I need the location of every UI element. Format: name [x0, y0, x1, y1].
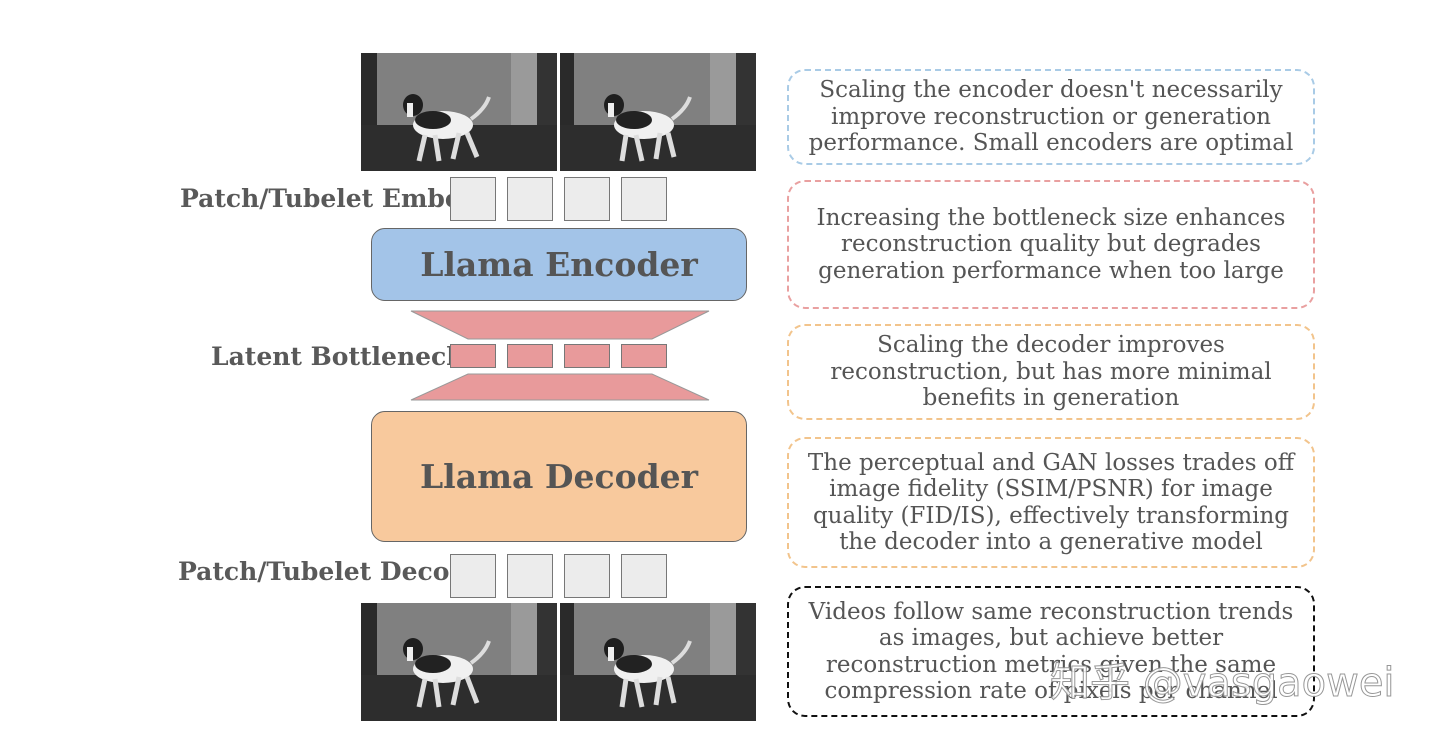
latent-token [621, 344, 667, 368]
latent-token [507, 344, 553, 368]
bottleneck-funnel-top [410, 310, 710, 340]
note-encoder-scaling: Scaling the encoder doesn't necessarily … [787, 69, 1315, 165]
latent-token [450, 344, 496, 368]
input-frame-1 [361, 53, 557, 171]
output-frame-1 [361, 603, 557, 721]
patch-embed-label: Patch/Tubelet Embed [180, 184, 479, 213]
embed-patch [507, 177, 553, 221]
dog-image [361, 53, 557, 171]
note-video-trends: Videos follow same reconstruction trends… [787, 586, 1315, 717]
dog-image [560, 603, 756, 721]
dog-image [361, 603, 557, 721]
embed-patch [450, 177, 496, 221]
note-perceptual-gan: The perceptual and GAN losses trades off… [787, 437, 1315, 568]
decode-patch [564, 554, 610, 598]
input-frame-2 [560, 53, 756, 171]
latent-token [564, 344, 610, 368]
output-frame-2 [560, 603, 756, 721]
latent-bottleneck-label: Latent Bottleneck [211, 342, 464, 371]
llama-decoder-block: Llama Decoder [371, 411, 747, 542]
decode-patch [450, 554, 496, 598]
embed-patch [621, 177, 667, 221]
note-bottleneck-size: Increasing the bottleneck size enhances … [787, 180, 1315, 309]
patch-decode-label: Patch/Tubelet Decode [178, 557, 483, 586]
bottleneck-funnel-bottom [410, 373, 710, 401]
watermark: 知乎 @vasgaowei [1050, 660, 1396, 707]
decode-patch [621, 554, 667, 598]
decode-patch [507, 554, 553, 598]
llama-encoder-block: Llama Encoder [371, 228, 747, 301]
note-decoder-scaling: Scaling the decoder improves reconstruct… [787, 324, 1315, 420]
dog-image [560, 53, 756, 171]
embed-patch [564, 177, 610, 221]
